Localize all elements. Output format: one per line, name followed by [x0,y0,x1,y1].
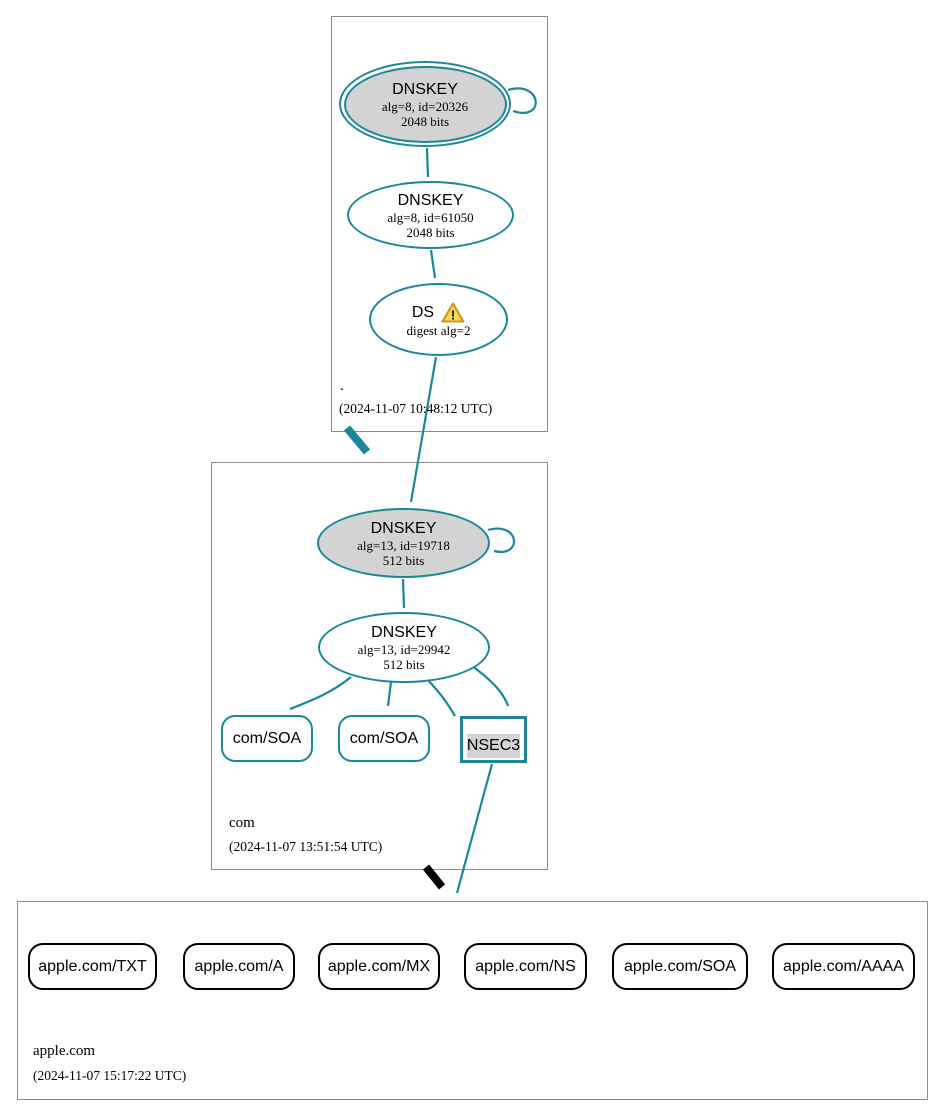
rrset-label: apple.com/MX [327,957,431,975]
dnskey-bits: 2048 bits [406,224,455,240]
node-com-dnskey-zsk[interactable]: DNSKEY alg=13, id=29942 512 bits [318,612,490,683]
dnskey-alg-id: alg=13, id=19718 [357,537,450,553]
warning-icon: ! [441,302,465,322]
zone-label-apple-com: apple.com [33,1043,96,1059]
dnskey-alg-id: alg=8, id=61050 [387,209,474,225]
edge-insecure-delegation-com-to-apple [422,864,446,890]
dnskey-bits: 512 bits [383,657,425,672]
rrset-label: apple.com/A [194,957,284,975]
ds-title: DS [411,303,435,321]
dnskey-title: DNSKEY [370,519,437,537]
node-com-dnskey-ksk[interactable]: DNSKEY alg=13, id=19718 512 bits [317,508,490,578]
dnskey-bits: 512 bits [382,552,425,568]
dnskey-alg-id: alg=13, id=29942 [357,642,451,657]
zone-timestamp-com: (2024-11-07 13:51:54 UTC) [229,839,383,854]
dnskey-title: DNSKEY [392,80,458,98]
node-apple-com-soa[interactable]: apple.com/SOA [612,943,748,990]
node-apple-com-a[interactable]: apple.com/A [183,943,295,990]
dnskey-alg-id: alg=8, id=20326 [381,98,469,114]
zone-label-root: . [340,378,344,394]
node-com-nsec3[interactable]: NSEC3 [460,716,527,763]
node-root-dnskey-ksk[interactable]: DNSKEY alg=8, id=20326 2048 bits [339,61,511,147]
dnskey-title: DNSKEY [371,624,437,641]
node-com-soa-2[interactable]: com/SOA [338,715,430,762]
node-root-ds[interactable]: DS ! digest alg=2 [369,283,508,356]
zone-box-root [331,16,548,432]
rrset-label: com/SOA [349,729,419,747]
rrset-label: apple.com/NS [475,957,576,975]
node-apple-com-mx[interactable]: apple.com/MX [318,943,440,990]
node-apple-com-aaaa[interactable]: apple.com/AAAA [772,943,915,990]
node-com-soa-1[interactable]: com/SOA [221,715,313,762]
svg-text:!: ! [451,307,455,322]
zone-timestamp-apple-com: (2024-11-07 15:17:22 UTC) [33,1068,187,1083]
rrset-label: apple.com/SOA [623,957,737,975]
dnskey-title: DNSKEY [397,191,464,209]
zone-label-com: com [229,815,255,831]
nsec3-cells [492,721,495,732]
rrset-label: com/SOA [232,729,302,747]
dnskey-bits: 2048 bits [400,113,450,129]
node-apple-com-txt[interactable]: apple.com/TXT [28,943,157,990]
rrset-label: apple.com/TXT [38,957,147,975]
zone-box-apple-com [17,901,928,1100]
zone-timestamp-root: (2024-11-07 10:48:12 UTC) [339,401,493,416]
ds-digest-alg: digest alg=2 [406,322,471,338]
node-apple-com-ns[interactable]: apple.com/NS [464,943,587,990]
nsec3-label: NSEC3 [466,734,521,758]
zone-box-com [211,462,548,870]
rrset-label: apple.com/AAAA [783,957,904,975]
node-root-dnskey-zsk[interactable]: DNSKEY alg=8, id=61050 2048 bits [347,181,514,249]
